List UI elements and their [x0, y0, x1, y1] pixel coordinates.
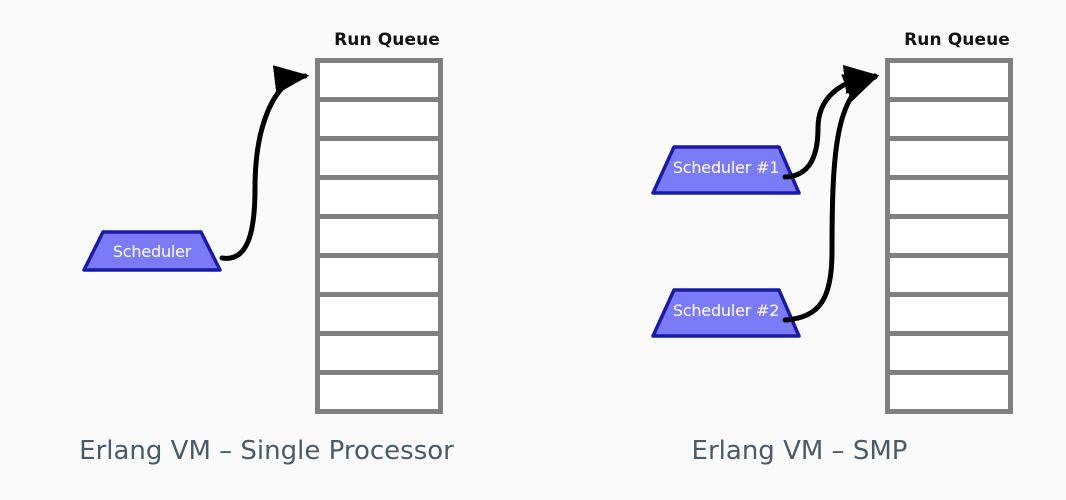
run-queue-cell	[890, 141, 1008, 180]
trapezoid-icon	[651, 145, 801, 195]
run-queue-cell	[890, 102, 1008, 141]
run-queue-cell	[890, 297, 1008, 336]
caption-single-processor: Erlang VM – Single Processor	[79, 436, 454, 466]
run-queue-cell	[320, 141, 438, 180]
run-queue-cell	[320, 258, 438, 297]
scheduler-shape-smp-1[interactable]: Scheduler #1	[651, 145, 801, 195]
panel-single-processor: Run Queue Scheduler Erlang VM – Single P…	[79, 30, 454, 466]
run-queue-cell	[320, 219, 438, 258]
run-queue-cell	[890, 258, 1008, 297]
caption-smp: Erlang VM – SMP	[691, 436, 908, 466]
run-queue-cell	[890, 63, 1008, 102]
run-queue-cell	[320, 180, 438, 219]
trapezoid-icon	[651, 288, 801, 338]
run-queue-cell	[320, 336, 438, 375]
run-queue-cell	[320, 297, 438, 336]
run-queue-cell	[890, 336, 1008, 375]
scheduler-shape-left[interactable]: Scheduler	[82, 230, 222, 272]
run-queue-right	[885, 58, 1013, 414]
queue-title-left: Run Queue	[334, 30, 440, 50]
run-queue-cell	[320, 102, 438, 141]
panel-smp: Run Queue Scheduler #1 Scheduler #2 Erla…	[533, 0, 1066, 500]
run-queue-cell	[890, 375, 1008, 409]
trapezoid-icon	[82, 230, 222, 272]
queue-title-right: Run Queue	[904, 30, 1010, 50]
run-queue-cell	[890, 180, 1008, 219]
run-queue-cell	[320, 375, 438, 409]
run-queue-left	[315, 58, 443, 414]
run-queue-cell	[890, 219, 1008, 258]
run-queue-cell	[320, 63, 438, 102]
scheduler-shape-smp-2[interactable]: Scheduler #2	[651, 288, 801, 338]
